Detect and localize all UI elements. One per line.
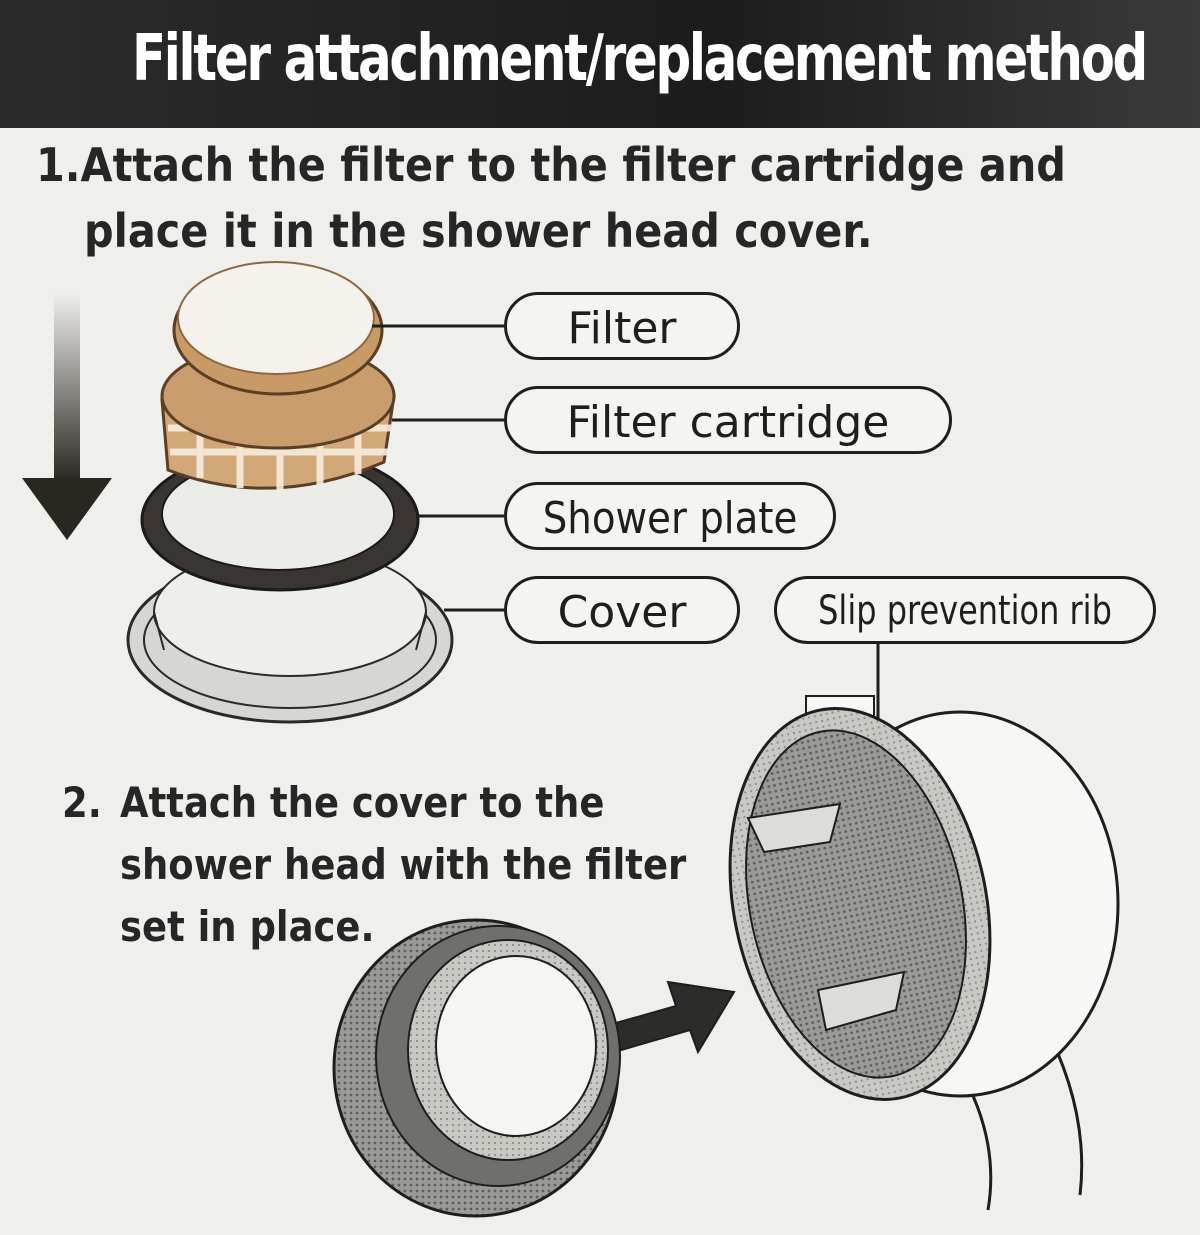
label-shower-plate: Shower plate [504, 482, 836, 550]
label-filter-cartridge-text: Filter cartridge [566, 397, 890, 448]
filter-disc-part [172, 261, 384, 396]
label-cover: Cover [504, 576, 740, 644]
filter-cartridge-part [160, 342, 396, 492]
label-cover-text: Cover [557, 587, 687, 638]
page-title: Filter attachment/replacement method [132, 22, 1148, 96]
slip-rib-top [746, 802, 842, 854]
label-slip-prevention-rib-text: Slip prevention rib [818, 588, 1112, 634]
step1-text-line2: place it in the shower head cover. [84, 204, 873, 258]
label-filter-text: Filter [567, 303, 677, 354]
shower-head-part [728, 695, 1120, 1211]
label-filter: Filter [504, 292, 740, 360]
shower-plate-part [140, 448, 420, 592]
step2-text-line2: shower head with the filter [120, 840, 687, 889]
label-slip-prevention-rib: Slip prevention rib [774, 576, 1156, 644]
step2-number: 2. [62, 778, 102, 827]
assembled-cover-part [332, 918, 621, 1218]
down-arrow-icon [22, 292, 112, 540]
header-bar: Filter attachment/replacement method [0, 0, 1200, 128]
label-shower-plate-text: Shower plate [542, 493, 798, 544]
step1-text-line1: 1.Attach the filter to the filter cartri… [36, 138, 1066, 192]
step2-text-line3: set in place. [120, 902, 375, 951]
slip-rib-bottom [816, 970, 906, 1032]
label-filter-cartridge: Filter cartridge [504, 386, 952, 454]
step2-text-line1: Attach the cover to the [120, 778, 605, 827]
